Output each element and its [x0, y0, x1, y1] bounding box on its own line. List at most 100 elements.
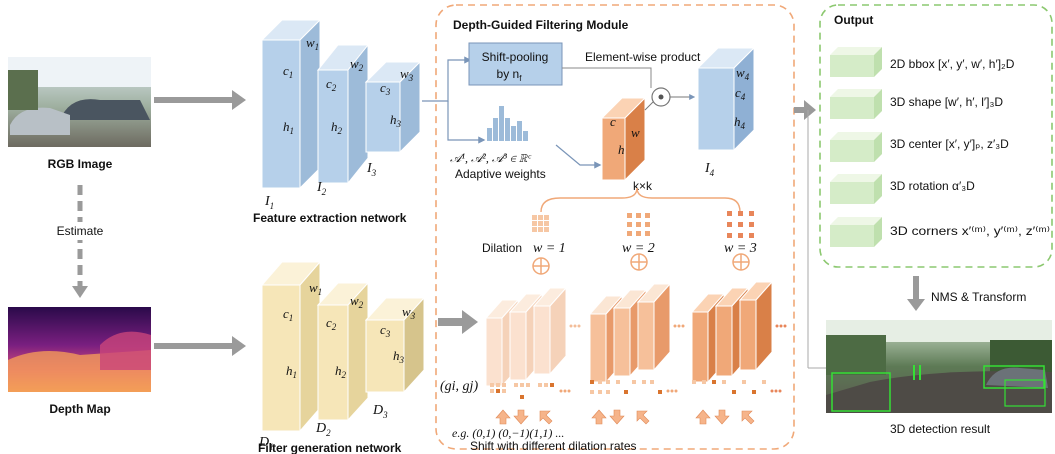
- filter-w1: w1: [309, 280, 322, 297]
- feature-to-adaptive-line: [447, 101, 486, 144]
- shift-coord: (gi, gj): [440, 379, 478, 394]
- output-cube-4: [830, 174, 882, 204]
- dilation-merge-curve: [540, 187, 741, 213]
- adaptive-label: Adaptive weights: [455, 167, 546, 181]
- output-item-1: 2D bbox [x′, y′, w′, h′]₂D: [890, 57, 1015, 71]
- filter-w2: w2: [350, 293, 364, 310]
- depth-to-filter-arrow: [154, 336, 246, 356]
- feature-w3: w3: [400, 66, 414, 83]
- filter-generation-network: w1 c1 h1 w2 c2 h2 w3 c3 h3 D1 D2 D3: [258, 260, 426, 452]
- rgb-to-feature-arrow: [154, 90, 246, 110]
- sum-symbol-3: [732, 253, 750, 271]
- feature-h2: h2: [331, 119, 343, 136]
- output-h4: h4: [734, 114, 746, 131]
- adaptive-formula: 𝒜¹, 𝒜², 𝒜³ ∈ ℝᶜ: [450, 151, 531, 165]
- filter-block-2: [316, 281, 370, 422]
- dilation-w2: w = 2: [622, 241, 655, 256]
- feature-w1: w1: [306, 35, 319, 52]
- output-cube-1: [830, 47, 882, 77]
- shift-pooling-box: [468, 42, 563, 86]
- dilation-w1: w = 1: [533, 241, 566, 256]
- output-c4: c4: [735, 85, 746, 102]
- orange-filter-kernel: [600, 96, 647, 182]
- kernel-to-product-line: [644, 101, 654, 111]
- feature-block-1: [260, 18, 322, 190]
- output-w4: w4: [736, 65, 750, 82]
- pooling-to-product-line: [562, 67, 652, 88]
- kernel-size: k×k: [633, 179, 653, 193]
- feature-network-title: Feature extraction network: [253, 211, 407, 225]
- output-item-5: 3D corners x′⁽ᵐ⁾, y′⁽ᵐ⁾, z′⁽ᵐ⁾: [890, 224, 1050, 238]
- sum-symbol-2: [630, 253, 648, 271]
- estimate-arrowhead: [72, 286, 88, 298]
- dilation-pattern-3: [727, 211, 754, 238]
- filter-d1: D1: [258, 435, 274, 452]
- output-i4: I4: [704, 161, 715, 178]
- output-frame: [819, 4, 1053, 268]
- nms-label: NMS & Transform: [931, 290, 1026, 304]
- output-cube-2: [830, 89, 882, 119]
- shift-grid-2: [590, 380, 678, 394]
- filter-block-1: [260, 260, 322, 433]
- nms-arrowhead: [907, 299, 925, 311]
- adaptive-to-kernel-line: [555, 144, 602, 169]
- output-item-3: 3D center [x′, y′]ₚ, z′₃D: [890, 137, 1009, 151]
- filter-w3: w3: [402, 304, 416, 321]
- filter-to-module-arrow: [438, 310, 478, 334]
- feature-i1: I1: [264, 194, 274, 211]
- feature-flow-line: [422, 56, 472, 102]
- dgf-module-title: Depth-Guided Filtering Module: [453, 18, 629, 32]
- feature-h3: h3: [390, 112, 402, 129]
- shifted-stack-3: [690, 280, 787, 384]
- estimate-label: Estimate: [57, 224, 104, 238]
- feature-block-2: [316, 43, 370, 185]
- detection-result-label: 3D detection result: [890, 422, 991, 436]
- detection-result-image: [826, 320, 1052, 413]
- dilation-pattern-2: [627, 213, 650, 236]
- filter-d3: D3: [372, 403, 388, 420]
- filter-c1: c1: [283, 306, 293, 323]
- feature-block-3: [364, 60, 422, 154]
- shift-pooling-line1: Shift-pooling: [482, 50, 549, 64]
- shift-direction-arrows: [495, 409, 755, 425]
- adaptive-weights-histogram: [487, 106, 528, 141]
- filter-h1: h1: [286, 363, 297, 380]
- filter-h3: h3: [393, 348, 405, 365]
- feature-i3: I3: [366, 161, 377, 178]
- feature-w2: w2: [350, 56, 364, 73]
- output-cube-5: [830, 217, 882, 247]
- filter-block-3: [364, 296, 426, 394]
- output-title: Output: [834, 13, 873, 27]
- depth-map-image: [8, 307, 151, 392]
- output-item-4: 3D rotation α′₃D: [890, 179, 975, 193]
- depth-map-label: Depth Map: [49, 402, 110, 416]
- filter-h2: h2: [335, 363, 347, 380]
- shift-example: e.g. (0,1) (0,−1)(1,1) ...: [452, 426, 564, 440]
- module-to-output-arrow: [794, 100, 816, 120]
- filter-c3: c3: [380, 322, 391, 339]
- feature-c1: c1: [283, 63, 293, 80]
- filter-d2: D2: [315, 421, 331, 438]
- dilation-w3: w = 3: [724, 241, 757, 256]
- kernel-c: c: [610, 114, 616, 129]
- shift-grid-1: [490, 383, 571, 399]
- shift-caption: Shift with different dilation rates: [470, 439, 637, 453]
- dilation-pattern-1: [532, 215, 549, 232]
- rgb-image-label: RGB Image: [48, 157, 113, 171]
- shifted-stack-2: [588, 282, 685, 384]
- shift-grid-3: [692, 380, 782, 394]
- output-item-2: 3D shape [w′, h′, l′]₃D: [890, 95, 1003, 109]
- feature-c3: c3: [380, 80, 391, 97]
- dgf-module-frame: [435, 4, 795, 450]
- rgb-image: [8, 57, 151, 147]
- output-feature-block: [696, 46, 756, 152]
- shifted-stack-1: [484, 286, 581, 388]
- feature-c2: c2: [326, 76, 337, 93]
- kernel-w: w: [631, 125, 640, 140]
- feature-h1: h1: [283, 119, 294, 136]
- feature-i2: I2: [316, 180, 327, 197]
- shift-pooling-line2: by nf: [497, 67, 523, 83]
- elementwise-product-node: [651, 87, 671, 107]
- kernel-h: h: [618, 142, 625, 157]
